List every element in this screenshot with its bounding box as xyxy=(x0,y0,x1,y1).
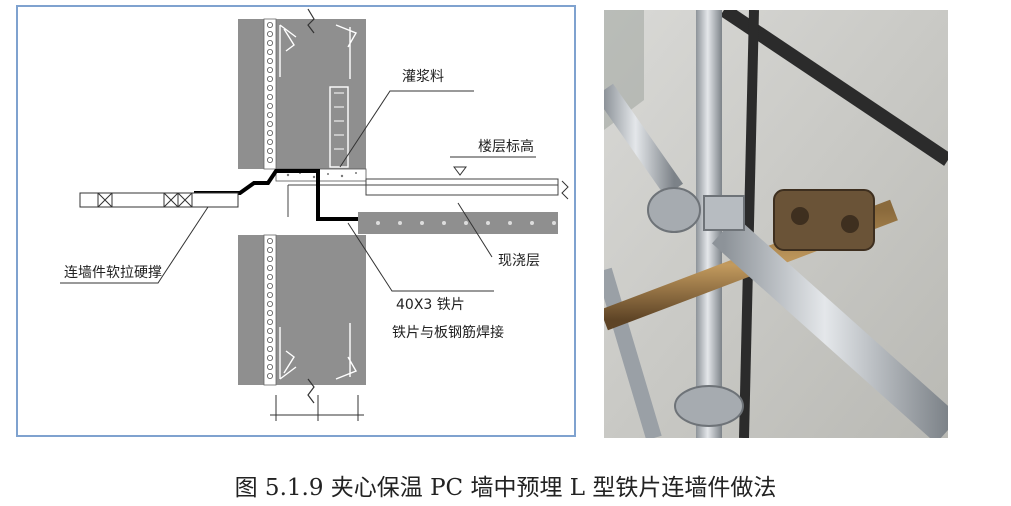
slab-rebar-dots xyxy=(376,221,556,225)
coupler-bolt-2 xyxy=(841,215,859,233)
slab-rebar-dot xyxy=(530,221,534,225)
pole-bracket xyxy=(703,195,745,231)
leader-cast-layer xyxy=(457,202,493,258)
insulation-cell xyxy=(266,138,273,145)
insulation-cell xyxy=(266,85,273,92)
break-line-top xyxy=(307,8,315,34)
insulation-cell xyxy=(266,49,273,56)
insulation-cell xyxy=(266,67,273,74)
insulation-cell xyxy=(266,130,273,137)
scaffold-wall-tie-photo xyxy=(604,10,948,438)
figure-caption: 图 5.1.9 夹心保温 PC 墙中预埋 L 型铁片连墙件做法 xyxy=(234,475,777,501)
insulation-cell xyxy=(266,112,273,119)
label-tie-brace: 连墙件软拉硬撑 xyxy=(64,265,162,281)
insulation-cell xyxy=(266,246,273,253)
insulation-cell xyxy=(266,318,273,325)
insulation-cell xyxy=(266,30,273,37)
lower-rebar-right xyxy=(335,323,358,380)
slab-rebar-dot xyxy=(398,221,402,225)
sleeve-rebar xyxy=(334,92,344,150)
insulation-cell xyxy=(266,273,273,280)
insulation-cell xyxy=(266,40,273,47)
upper-rebar-right xyxy=(335,24,358,79)
insulation-cell xyxy=(266,237,273,244)
insulation-layer-lower xyxy=(263,234,277,386)
insulation-cell xyxy=(266,327,273,334)
rosette-disc-lower xyxy=(674,385,744,427)
upper-rebar-left xyxy=(279,24,297,77)
insulation-cell xyxy=(266,121,273,128)
insulation-cell xyxy=(266,372,273,379)
insulation-cell xyxy=(266,103,273,110)
wall-connection-drawing: 灌浆料 楼层标高 连墙件软拉硬撑 现浇层 40X3 铁片 铁片与板钢筋焊接 xyxy=(60,8,569,421)
lower-rebar-left xyxy=(279,327,297,380)
insulation-cell xyxy=(266,94,273,101)
insulation-cell xyxy=(266,309,273,316)
label-weld-note: 铁片与板钢筋焊接 xyxy=(392,324,504,341)
lower-wall-panel xyxy=(238,235,366,385)
floor-slab-topping xyxy=(365,178,559,196)
leader-grout xyxy=(339,90,474,168)
leader-tie-brace xyxy=(60,206,209,284)
dimension-line xyxy=(270,395,364,421)
insulation-layer-upper xyxy=(263,18,277,170)
label-grout: 灌浆料 xyxy=(402,69,444,85)
panel-joint-diagonal xyxy=(720,10,948,166)
insulation-cell xyxy=(266,354,273,361)
l-steel-plate xyxy=(194,169,358,221)
diagram-panel: 灌浆料 楼层标高 连墙件软拉硬撑 现浇层 40X3 铁片 铁片与板钢筋焊接 xyxy=(16,5,576,437)
insulation-cell xyxy=(266,58,273,65)
break-line-slab xyxy=(561,180,569,200)
lower-pipe-left xyxy=(604,267,662,438)
label-floor-level: 楼层标高 xyxy=(478,138,534,155)
insulation-cell xyxy=(266,255,273,262)
insulation-cell xyxy=(266,282,273,289)
slab-rebar-dot xyxy=(552,221,556,225)
photo-illustration xyxy=(604,10,948,438)
insulation-cell xyxy=(266,363,273,370)
insulation-pattern xyxy=(266,21,273,379)
slab-rebar-dot xyxy=(486,221,490,225)
insulation-cell xyxy=(266,156,273,163)
break-line-bottom xyxy=(307,378,315,404)
diagonal-pipe-main xyxy=(712,216,948,438)
label-steel-plate: 40X3 铁片 xyxy=(396,297,465,313)
coupler-clamp xyxy=(773,189,875,251)
slab-rebar-dot xyxy=(508,221,512,225)
slab-rebar-dot xyxy=(442,221,446,225)
insulation-cell xyxy=(266,21,273,28)
rosette-disc-upper xyxy=(647,187,701,233)
insulation-cell xyxy=(266,291,273,298)
precast-slab xyxy=(358,212,558,234)
wall-tie-rod xyxy=(79,192,239,208)
slab-rebar-dot xyxy=(464,221,468,225)
insulation-cell xyxy=(266,345,273,352)
slab-rebar-dot xyxy=(420,221,424,225)
insulation-cell xyxy=(266,300,273,307)
label-cast-in-place: 现浇层 xyxy=(498,253,540,269)
insulation-cell xyxy=(266,264,273,271)
insulation-cell xyxy=(266,76,273,83)
slab-rebar-dot xyxy=(376,221,380,225)
tie-rod-couplers xyxy=(97,192,193,208)
leader-steel-plate xyxy=(347,222,494,292)
floor-level-marker xyxy=(453,166,467,176)
insulation-cell xyxy=(266,336,273,343)
coupler-bolt-1 xyxy=(791,207,809,225)
panel-joint-vertical xyxy=(739,10,759,438)
upper-wall-panel xyxy=(238,19,366,169)
grout-sleeve xyxy=(329,86,349,168)
diagonal-pipe-left xyxy=(604,83,684,197)
insulation-cell xyxy=(266,147,273,154)
